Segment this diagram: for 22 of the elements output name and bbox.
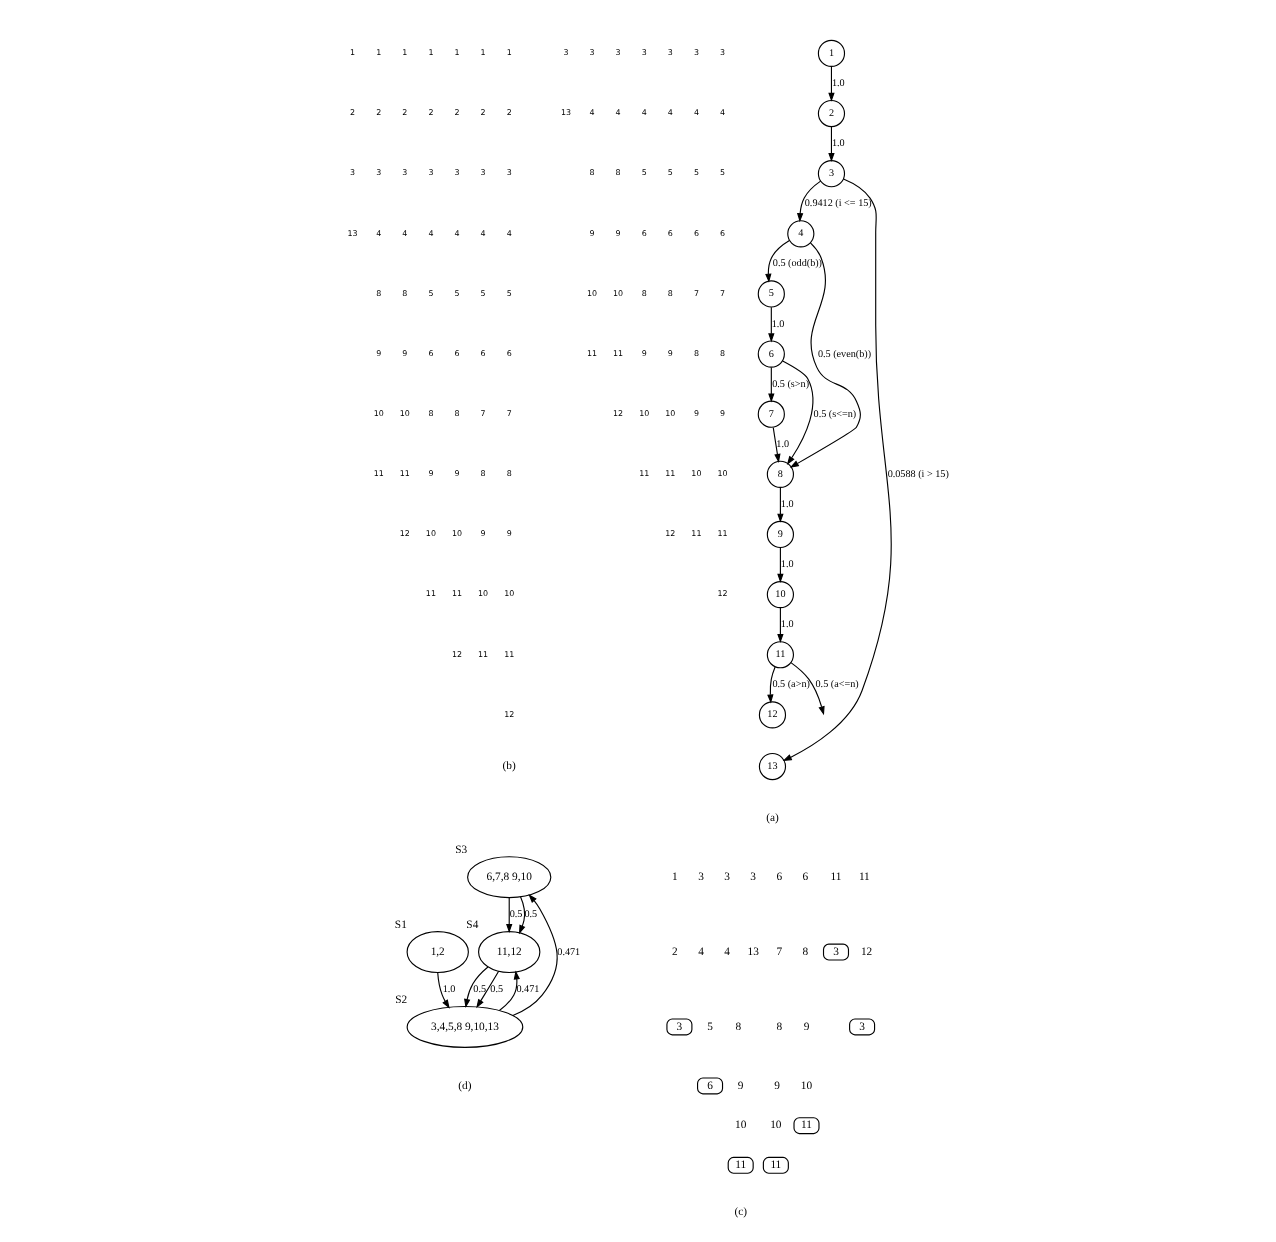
arrow [782, 178, 892, 762]
arrow [767, 666, 776, 704]
arrow [777, 547, 784, 583]
arrow [464, 966, 489, 1009]
arrow [512, 894, 558, 1017]
arrow [772, 427, 781, 464]
arrow [768, 366, 775, 403]
arrow [765, 240, 790, 283]
arrow [789, 242, 861, 468]
arrow [796, 180, 822, 223]
arrow [768, 306, 775, 343]
arrow [777, 607, 784, 644]
arrow [777, 487, 784, 523]
arrow [437, 971, 450, 1009]
arrow [519, 896, 526, 935]
arrow [790, 662, 825, 716]
arrow [476, 970, 500, 1009]
arrow [506, 897, 513, 934]
arrow [498, 970, 520, 1012]
arrow [828, 126, 835, 162]
arrow [782, 360, 814, 465]
arrow [828, 66, 835, 102]
